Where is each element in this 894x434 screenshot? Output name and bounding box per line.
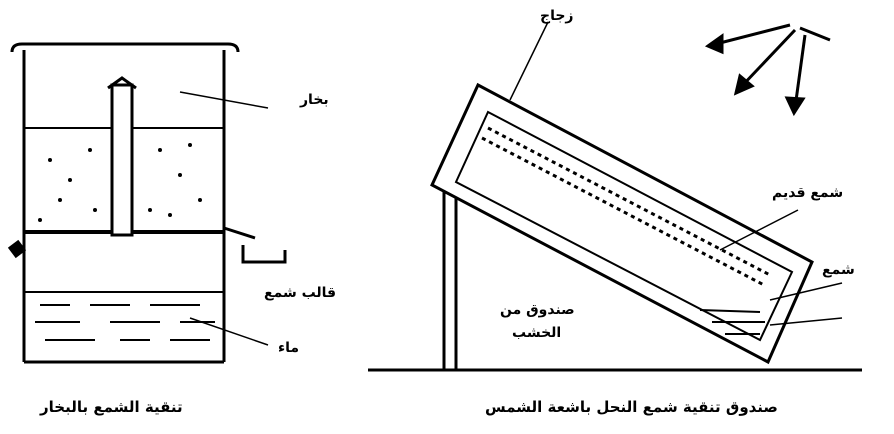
label-steam: بخار: [300, 92, 329, 108]
steam-container: [7, 42, 256, 364]
label-glass: زجاج: [540, 8, 574, 24]
label-wooden-box-2: الخشب: [512, 325, 562, 341]
wax-mold: [241, 245, 287, 264]
sun-rays-icon: [704, 23, 831, 117]
box-legs: [442, 190, 458, 370]
label-water: ماء: [278, 340, 300, 356]
melted-wax: [699, 309, 765, 335]
wax-dots: [38, 143, 202, 222]
label-wax-mold: قالب شمع: [264, 285, 337, 301]
solar-leader-lines: [509, 21, 843, 326]
old-wax-marks: [481, 126, 771, 287]
solar-box: [430, 82, 814, 365]
caption-solar-method: صندوق تنقية شمع النحل باشعة الشمس: [485, 398, 778, 416]
label-wax: شمع: [822, 262, 855, 278]
label-wooden-box-1: صندوق من: [500, 302, 575, 318]
caption-steam-method: تنقية الشمع بالبخار: [40, 398, 183, 416]
water-dashes: [35, 304, 215, 341]
label-old-wax: شمع قديم: [772, 185, 844, 201]
steam-leader-lines: [179, 91, 269, 346]
